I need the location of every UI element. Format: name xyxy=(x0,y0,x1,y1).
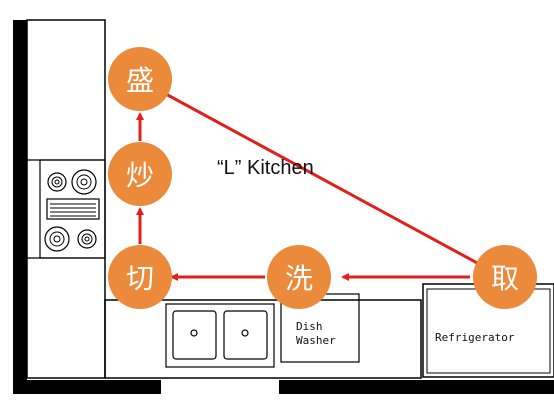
dishwasher-label-line1: Dish xyxy=(296,320,323,333)
dishwasher-label: Dish Washer xyxy=(296,320,336,348)
step-serve-node: 盛 xyxy=(108,47,172,111)
step-get-node: 取 xyxy=(473,245,537,309)
step-cut-label: 切 xyxy=(125,262,154,295)
refrigerator-label: Refrigerator xyxy=(435,331,515,344)
stove xyxy=(39,159,106,259)
step-stir-fry-node: 炒 xyxy=(108,142,172,206)
step-wash-node: 洗 xyxy=(267,245,331,309)
step-stir-fry-label: 炒 xyxy=(125,159,154,192)
step-cut-node: 切 xyxy=(108,245,172,309)
dishwasher-label-line2: Washer xyxy=(296,334,336,347)
bottom-counter xyxy=(104,299,422,379)
step-get-label: 取 xyxy=(490,262,519,295)
step-serve-label: 盛 xyxy=(125,64,154,97)
diagram-title: “L” Kitchen xyxy=(217,157,314,179)
step-wash-label: 洗 xyxy=(284,262,313,295)
sink xyxy=(165,303,275,368)
bottom-wall-left xyxy=(13,380,161,394)
left-wall xyxy=(13,20,27,394)
work-triangle-diagonal xyxy=(139,78,504,279)
bottom-wall-right xyxy=(279,380,554,394)
